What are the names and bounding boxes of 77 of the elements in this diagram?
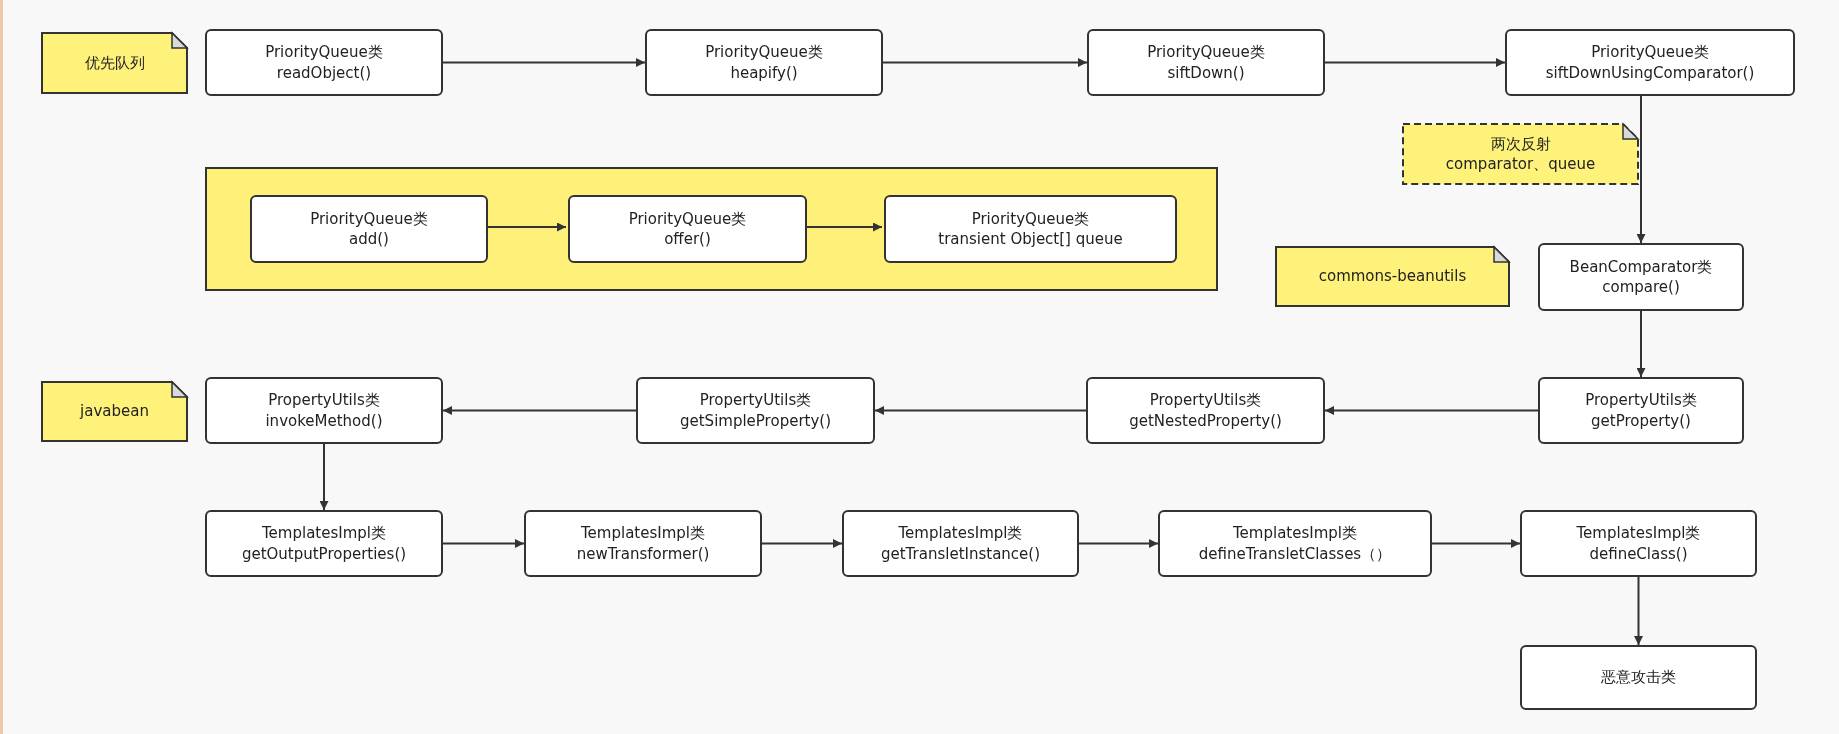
class-name: TemplatesImpl类 (581, 523, 705, 544)
method-name: getNestedProperty() (1129, 410, 1282, 431)
process-box (1086, 377, 1325, 444)
method-name: offer() (664, 229, 711, 250)
class-name: PropertyUtils类 (268, 390, 380, 411)
arrow (761, 539, 843, 548)
arrow (1324, 58, 1506, 67)
method-name: getSimpleProperty() (680, 410, 831, 431)
method-name: heapify() (730, 62, 798, 83)
arrow (442, 58, 646, 67)
method-name: readObject() (276, 62, 372, 83)
class-name: TemplatesImpl类 (262, 523, 386, 544)
method-name: defineClass() (1589, 543, 1688, 564)
arrow (1634, 576, 1643, 646)
note (41, 32, 188, 94)
process-box (1158, 510, 1432, 577)
class-name: BeanComparator类 (1569, 256, 1713, 277)
arrow (1078, 539, 1159, 548)
arrow (882, 58, 1088, 67)
class-name: PriorityQueue类 (971, 208, 1090, 229)
arrow (1431, 539, 1521, 548)
process-box (842, 510, 1079, 577)
note (1402, 123, 1639, 185)
process-box (1520, 510, 1757, 577)
method-name: getOutputProperties() (241, 543, 407, 564)
process-box (636, 377, 875, 444)
process-box (524, 510, 762, 577)
class-name: PriorityQueue类 (628, 208, 747, 229)
process-box (1520, 645, 1757, 710)
method-name: getTransletInstance() (880, 543, 1041, 564)
note (41, 381, 188, 442)
class-name: PriorityQueue类 (1591, 42, 1709, 63)
process-box (205, 29, 443, 96)
note-text: commons-beanutils (1318, 266, 1467, 287)
note (1275, 246, 1510, 307)
class-name: PropertyUtils类 (1149, 390, 1262, 411)
process-box (1505, 29, 1795, 96)
process-box (645, 29, 883, 96)
method-name: getProperty() (1591, 410, 1691, 431)
process-box (250, 195, 488, 263)
class-name: 两次反射 (1490, 133, 1551, 154)
process-box (1087, 29, 1325, 96)
method-name: newTransformer() (576, 543, 710, 564)
process-box (568, 195, 807, 263)
note-text: 优先队列 (84, 52, 145, 74)
method-name: comparator、queue (1445, 154, 1596, 175)
process-box (205, 377, 443, 444)
class-name: PriorityQueue类 (1147, 42, 1265, 63)
process-box (1538, 377, 1744, 444)
class-name: TemplatesImpl类 (1576, 523, 1701, 544)
process-box (884, 195, 1177, 263)
arrow (1324, 406, 1539, 415)
method-name: siftDownUsingComparator() (1545, 62, 1755, 83)
class-name: TemplatesImpl类 (1233, 523, 1357, 544)
note-text: 恶意攻击类 (1601, 667, 1676, 688)
arrow (1636, 310, 1646, 378)
method-name: add() (349, 229, 389, 250)
process-box (1538, 243, 1744, 311)
class-name: TemplatesImpl类 (898, 523, 1023, 544)
group-panel (205, 167, 1218, 291)
method-name: defineTransletClasses（） (1198, 543, 1392, 564)
note-text: javabean (80, 401, 149, 422)
class-name: PriorityQueue类 (705, 42, 823, 63)
method-name: invokeMethod() (265, 410, 383, 431)
method-name: siftDown() (1167, 62, 1245, 83)
class-name: PropertyUtils类 (699, 390, 812, 411)
arrow (1636, 95, 1646, 244)
class-name: PropertyUtils类 (1585, 390, 1697, 411)
class-name: PriorityQueue类 (310, 208, 428, 229)
arrow (442, 539, 525, 548)
class-name: PriorityQueue类 (265, 42, 383, 63)
method-name: compare() (1602, 277, 1680, 298)
arrow (874, 406, 1087, 415)
arrow (442, 406, 637, 415)
arrow (319, 443, 329, 511)
method-name: transient Object[] queue (938, 229, 1123, 250)
process-box (205, 510, 443, 577)
